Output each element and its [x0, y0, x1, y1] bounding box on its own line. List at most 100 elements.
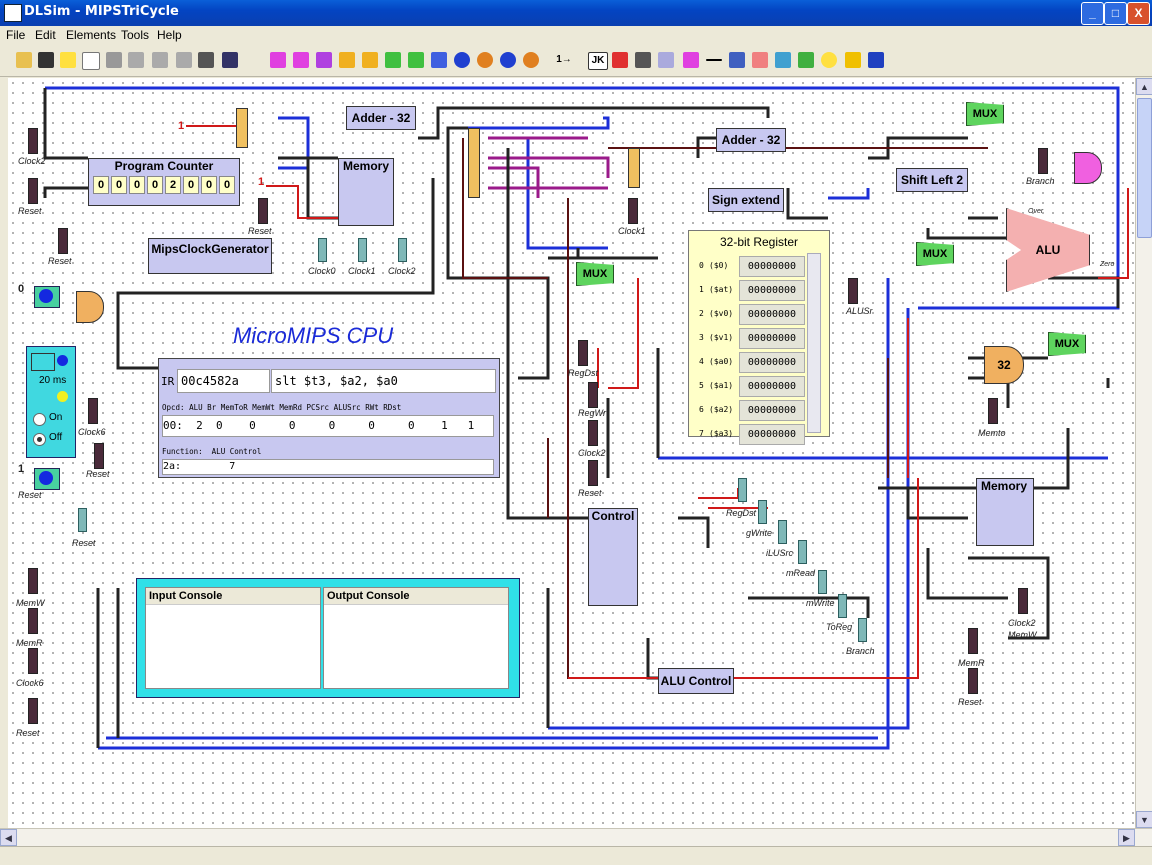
- data-memory-block[interactable]: Memory: [976, 478, 1034, 546]
- memw-switch[interactable]: [28, 568, 38, 594]
- component-icon[interactable]: [798, 52, 814, 68]
- mux-pc[interactable]: MUX: [966, 102, 1004, 126]
- circuit-canvas[interactable]: Clock2 Reset Reset 0 20 ms On Off Clock6…: [8, 78, 1135, 828]
- input-console[interactable]: Input Console: [145, 587, 321, 689]
- title-bar: DLSim - MIPSTriCycle _ □ X: [0, 0, 1152, 26]
- scroll-down-icon[interactable]: ▼: [1136, 811, 1152, 828]
- memto-switch[interactable]: [988, 398, 998, 424]
- clock-icon[interactable]: [658, 52, 674, 68]
- xor-gate-icon[interactable]: [408, 52, 424, 68]
- menu-tools[interactable]: Tools: [121, 28, 150, 42]
- or-gate-icon[interactable]: [339, 52, 355, 68]
- menu-file[interactable]: File: [6, 28, 26, 42]
- bus-icon[interactable]: [635, 52, 651, 68]
- print-icon[interactable]: [198, 52, 214, 68]
- and-gate-icon[interactable]: [293, 52, 309, 68]
- output-console[interactable]: Output Console: [323, 587, 509, 689]
- control-block[interactable]: Control: [588, 508, 638, 606]
- scroll-right-icon[interactable]: ▶: [1118, 829, 1135, 846]
- paste-icon[interactable]: [152, 52, 168, 68]
- lightning-icon[interactable]: [845, 52, 861, 68]
- alu-control-block[interactable]: ALU Control: [658, 668, 734, 694]
- menu-edit[interactable]: Edit: [35, 28, 56, 42]
- wire-icon[interactable]: [706, 59, 722, 61]
- reset-switch-console[interactable]: [28, 698, 38, 724]
- branch-switch[interactable]: [1038, 148, 1048, 174]
- menu-help[interactable]: Help: [157, 28, 182, 42]
- horizontal-scrollbar[interactable]: ◀ ▶: [0, 828, 1152, 846]
- page-icon[interactable]: [82, 52, 100, 70]
- vertical-scrollbar[interactable]: ▲ ▼: [1135, 78, 1152, 828]
- book-icon[interactable]: [868, 52, 884, 68]
- menu-elements[interactable]: Elements: [66, 28, 117, 42]
- adder-pc-block[interactable]: Adder - 32: [346, 106, 416, 130]
- label-icon[interactable]: [729, 52, 745, 68]
- copy-icon[interactable]: [128, 52, 144, 68]
- arrow-label-icon[interactable]: 1→: [556, 54, 572, 65]
- merger-icon[interactable]: [775, 52, 791, 68]
- maximize-button[interactable]: □: [1104, 2, 1127, 25]
- buffer-gate-icon[interactable]: [270, 52, 286, 68]
- led-icon[interactable]: [523, 52, 539, 68]
- nand-gate-icon[interactable]: [316, 52, 332, 68]
- new-icon[interactable]: [60, 52, 76, 68]
- vertical-scroll-thumb[interactable]: [1137, 98, 1152, 238]
- mux-memtoreg[interactable]: MUX: [1048, 332, 1086, 356]
- delete-icon[interactable]: [176, 52, 192, 68]
- const1-input[interactable]: [34, 468, 60, 490]
- sign-extend-block[interactable]: Sign extend: [708, 188, 784, 212]
- reset-switch-top[interactable]: [28, 178, 38, 204]
- reset-switch-clockgen[interactable]: [58, 228, 68, 254]
- memr-switch-dmem[interactable]: [968, 628, 978, 654]
- const0-input[interactable]: [34, 286, 60, 308]
- memw-label: MemW: [16, 598, 45, 608]
- jk-flipflop-icon[interactable]: JK: [588, 52, 608, 70]
- reset-switch-dmem[interactable]: [968, 668, 978, 694]
- register-scrollbar[interactable]: [807, 253, 821, 433]
- clock6-switch-lower[interactable]: [28, 648, 38, 674]
- clock6-switch[interactable]: [88, 398, 98, 424]
- bulb-icon[interactable]: [821, 52, 837, 68]
- not-gate-icon[interactable]: [385, 52, 401, 68]
- clock-on-radio[interactable]: [33, 413, 46, 426]
- const1-led-icon: [39, 471, 53, 485]
- waveform-icon[interactable]: [222, 52, 238, 68]
- clock1-switch[interactable]: [628, 198, 638, 224]
- minimize-button[interactable]: _: [1081, 2, 1104, 25]
- adder-branch-block[interactable]: Adder - 32: [716, 128, 786, 152]
- scroll-up-icon[interactable]: ▲: [1136, 78, 1152, 95]
- reset-switch-mid[interactable]: [588, 460, 598, 486]
- save-icon[interactable]: [38, 52, 54, 68]
- open-icon[interactable]: [16, 52, 32, 68]
- close-button[interactable]: X: [1127, 2, 1150, 25]
- scroll-left-icon[interactable]: ◀: [0, 829, 17, 846]
- clock6-label: Clock6: [78, 427, 106, 437]
- clock2-switch[interactable]: [28, 128, 38, 154]
- shift-left-block[interactable]: Shift Left 2: [896, 168, 968, 192]
- clock-off-radio[interactable]: [33, 433, 46, 446]
- mux-alusrc[interactable]: MUX: [916, 242, 954, 266]
- register-icon[interactable]: [612, 52, 628, 68]
- input-pin-icon[interactable]: [454, 52, 470, 68]
- mux-regdst[interactable]: MUX: [576, 262, 614, 286]
- memr-switch[interactable]: [28, 608, 38, 634]
- clock-generator-block[interactable]: MipsClockGenerator: [148, 238, 272, 274]
- clock2-switch-dmem[interactable]: [1018, 588, 1028, 614]
- reset-switch-mem[interactable]: [258, 198, 268, 224]
- probe-icon[interactable]: [500, 52, 516, 68]
- splitter-icon[interactable]: [752, 52, 768, 68]
- cut-icon[interactable]: [106, 52, 122, 68]
- reset-switch-ir[interactable]: [94, 443, 104, 469]
- tristate-icon[interactable]: [683, 52, 699, 68]
- instruction-memory-block[interactable]: Memory: [338, 158, 394, 226]
- regwr-switch[interactable]: [588, 382, 598, 408]
- xnor-gate-icon[interactable]: [431, 52, 447, 68]
- alusrc-switch[interactable]: [848, 278, 858, 304]
- nor-gate-icon[interactable]: [362, 52, 378, 68]
- clock2-switch-mid[interactable]: [588, 420, 598, 446]
- register-row: 3($v1)00000000: [695, 327, 805, 349]
- regdst-switch[interactable]: [578, 340, 588, 366]
- output-pin-icon[interactable]: [477, 52, 493, 68]
- register-index: 6: [699, 405, 704, 414]
